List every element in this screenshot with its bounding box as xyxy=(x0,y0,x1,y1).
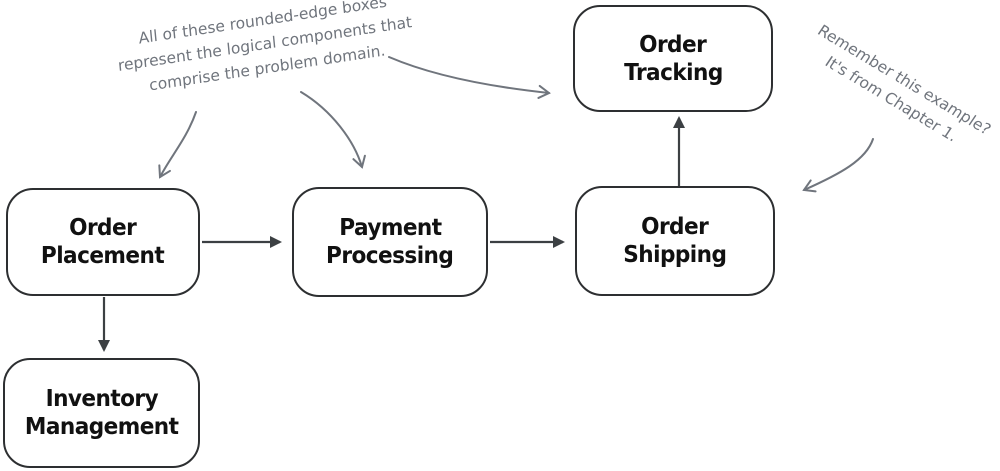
box-label: Order xyxy=(641,214,709,240)
annotation-line: It's from Chapter 1. xyxy=(821,52,961,146)
box-label: Placement xyxy=(41,243,165,269)
component-box-inventory-management: Inventory Management xyxy=(3,358,200,468)
box-label: Processing xyxy=(326,243,454,269)
note-arrow-to-order-placement xyxy=(158,111,197,179)
box-label: Shipping xyxy=(623,242,727,268)
annotation-line: Remember this example? xyxy=(814,21,995,139)
box-label: Order xyxy=(69,215,137,241)
note-arrow-to-order-tracking xyxy=(388,56,551,99)
component-box-order-shipping: Order Shipping xyxy=(575,186,775,296)
box-label: Management xyxy=(24,414,179,440)
box-label: Payment xyxy=(338,215,442,241)
component-box-order-placement: Order Placement xyxy=(6,188,200,296)
component-box-order-tracking: Order Tracking xyxy=(573,5,773,112)
annotation-chapter-note: Remember this example? It's from Chapter… xyxy=(792,16,1000,165)
component-box-payment-processing: Payment Processing xyxy=(292,187,488,297)
box-label: Order xyxy=(639,31,707,58)
annotation-components-note: All of these rounded-edge boxes represen… xyxy=(98,0,431,104)
note-arrow-to-order-shipping xyxy=(802,138,874,193)
box-label: Tracking xyxy=(623,59,723,86)
note-arrow-to-payment-processing xyxy=(300,91,366,169)
box-label: Inventory xyxy=(45,386,158,412)
